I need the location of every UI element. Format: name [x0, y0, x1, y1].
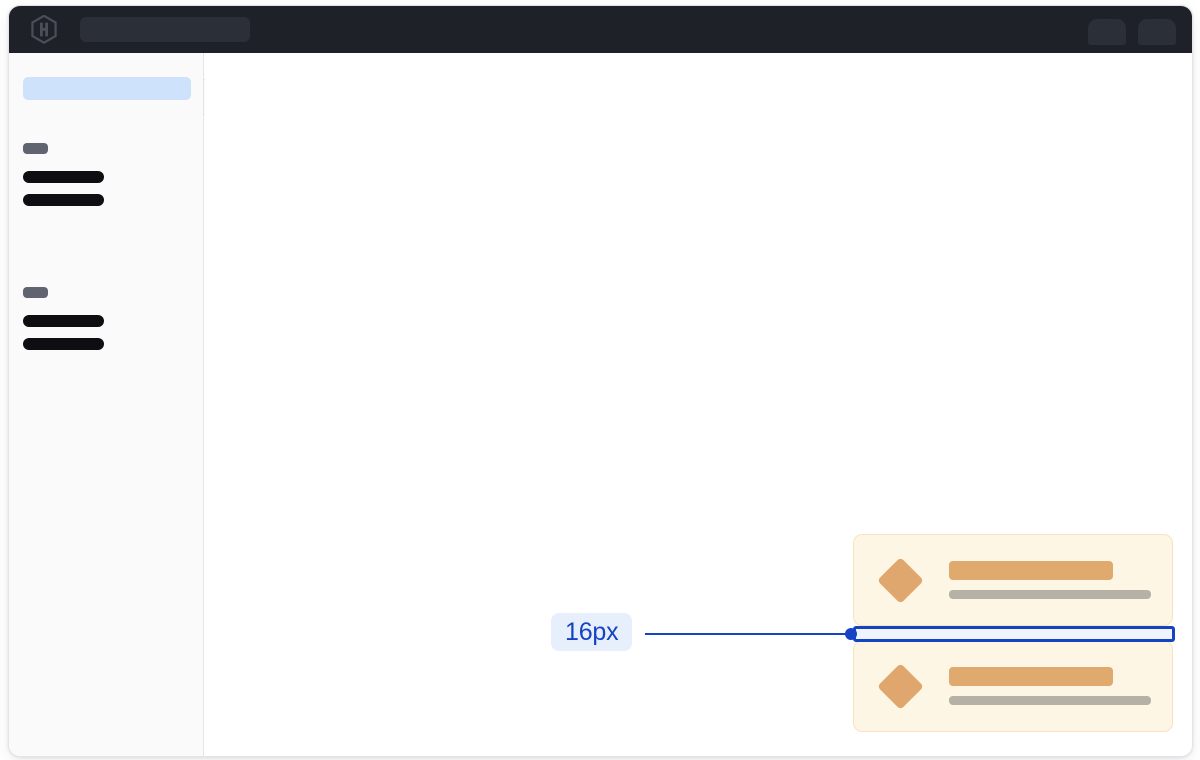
card-top-text — [949, 561, 1151, 599]
sidebar-group-2 — [23, 287, 191, 350]
topbar-action-two[interactable] — [1138, 19, 1176, 45]
sidebar-item-2-1[interactable] — [23, 315, 104, 327]
diamond-icon — [877, 556, 924, 604]
spacing-gap-highlight — [853, 626, 1175, 642]
sidebar-item-active[interactable] — [23, 77, 191, 100]
card-bottom-subtitle — [949, 696, 1151, 705]
measurement-endpoint-dot-icon — [845, 628, 857, 640]
hexagon-h-logo-icon[interactable] — [31, 15, 57, 44]
global-search-input[interactable] — [80, 17, 250, 42]
sidebar — [9, 53, 204, 756]
diamond-icon — [877, 662, 924, 710]
card-top-title — [949, 561, 1113, 580]
measurement-leader-line — [645, 633, 853, 635]
card-bottom[interactable] — [853, 640, 1173, 732]
sidebar-group-2-label — [23, 287, 48, 298]
sidebar-item-1-1[interactable] — [23, 171, 104, 183]
card-top-subtitle — [949, 590, 1151, 599]
body-split: 16px — [9, 53, 1192, 756]
sidebar-item-1-2[interactable] — [23, 194, 104, 206]
sidebar-group-1-label — [23, 143, 48, 154]
card-bottom-title — [949, 667, 1113, 686]
topbar — [9, 6, 1192, 53]
app-window: 16px — [8, 5, 1193, 757]
card-bottom-text — [949, 667, 1151, 705]
sidebar-item-2-2[interactable] — [23, 338, 104, 350]
canvas: 16px — [205, 53, 1192, 756]
topbar-action-one[interactable] — [1088, 19, 1126, 45]
card-top[interactable] — [853, 534, 1173, 626]
measurement-value-label: 16px — [551, 613, 633, 651]
sidebar-group-1 — [23, 143, 191, 206]
topbar-actions — [1088, 6, 1176, 53]
